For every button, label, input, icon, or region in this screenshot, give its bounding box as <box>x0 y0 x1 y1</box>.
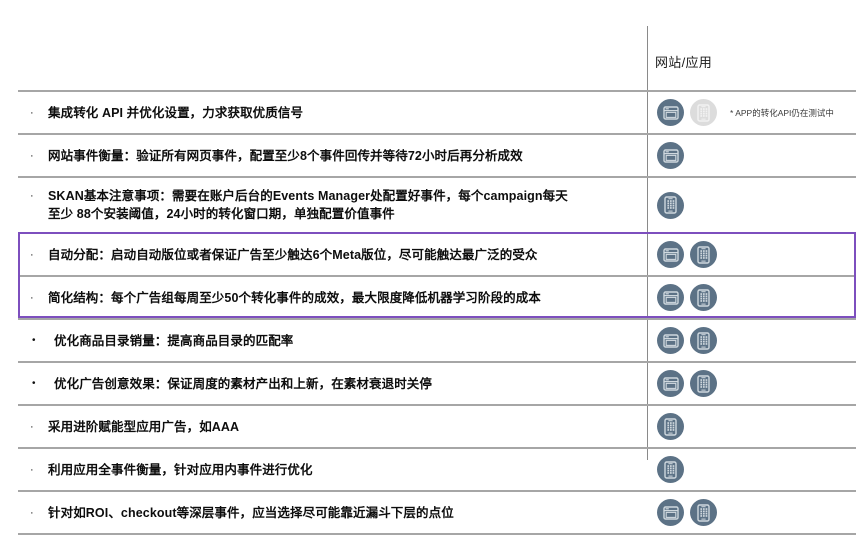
row-label: 优化广告创意效果：保证周度的素材产出和上新，在素材衰退时关停 <box>54 375 641 393</box>
table-row: · 采用进阶赋能型应用广告，如AAA <box>18 404 856 447</box>
bullet-wrapper: • 优化广告创意效果：保证周度的素材产出和上新，在素材衰退时关停 <box>26 375 641 393</box>
row-icon-cell: * APP的转化API仍在测试中 <box>647 92 856 133</box>
app-icon <box>690 284 717 311</box>
web-icon <box>657 370 684 397</box>
bullet-wrapper: · 采用进阶赋能型应用广告，如AAA <box>26 418 641 436</box>
table-row: · SKAN基本注意事项：需要在账户后台的Events Manager处配置好事件… <box>18 176 856 232</box>
table-row: · 网站事件衡量：验证所有网页事件，配置至少8个事件回传并等待72小时后再分析成效 <box>18 133 856 176</box>
row-icon-cell <box>647 406 856 447</box>
web-icon <box>657 284 684 311</box>
row-label: 针对如ROI、checkout等深层事件，应当选择尽可能靠近漏斗下层的点位 <box>48 504 641 522</box>
app-icon <box>690 327 717 354</box>
row-icon-cell <box>647 449 856 490</box>
row-label-line1: 利用应用全事件衡量，针对应用内事件进行优化 <box>48 462 313 477</box>
row-label-line1: 优化商品目录销量：提高商品目录的匹配率 <box>54 333 294 348</box>
table-row: • 优化广告创意效果：保证周度的素材产出和上新，在素材衰退时关停 <box>18 361 856 404</box>
bullet-marker: · <box>30 291 34 304</box>
row-text-cell: • 优化广告创意效果：保证周度的素材产出和上新，在素材衰退时关停 <box>18 363 647 404</box>
bullet-marker: · <box>30 506 34 519</box>
table-row: · 集成转化 API 并优化设置，力求获取优质信号 * APP的转化API仍在测试中 <box>18 90 856 133</box>
bullet-wrapper: · 利用应用全事件衡量，针对应用内事件进行优化 <box>26 461 641 479</box>
row-label-line1: 自动分配：启动自动版位或者保证广告至少触达6个Meta版位，尽可能触达最广泛的受… <box>48 247 538 262</box>
row-text-cell: • 优化商品目录销量：提高商品目录的匹配率 <box>18 320 647 361</box>
bullet-marker: · <box>30 248 34 261</box>
footnote-text: * APP的转化API仍在测试中 <box>730 107 834 118</box>
web-icon <box>657 241 684 268</box>
app-icon <box>690 499 717 526</box>
app-icon-disabled <box>690 99 717 126</box>
table-row: · 简化结构：每个广告组每周至少50个转化事件的成效，最大限度降低机器学习阶段的成… <box>18 275 856 318</box>
bullet-marker: · <box>30 190 34 202</box>
table-row: · 针对如ROI、checkout等深层事件，应当选择尽可能靠近漏斗下层的点位 <box>18 490 856 535</box>
bullet-wrapper: · 自动分配：启动自动版位或者保证广告至少触达6个Meta版位，尽可能触达最广泛的… <box>26 246 641 264</box>
row-text-cell: · 利用应用全事件衡量，针对应用内事件进行优化 <box>18 449 647 490</box>
bullet-marker: · <box>30 106 34 119</box>
row-icon-cell <box>647 234 856 275</box>
bullet-wrapper: · 集成转化 API 并优化设置，力求获取优质信号 <box>26 104 641 122</box>
web-icon <box>657 99 684 126</box>
row-text-cell: · 网站事件衡量：验证所有网页事件，配置至少8个事件回传并等待72小时后再分析成效 <box>18 135 647 176</box>
row-icon-cell <box>647 277 856 318</box>
row-label-line2: 至少 88个安装阈值，24小时的转化窗口期，单独配置价值事件 <box>48 207 395 221</box>
row-icon-cell <box>647 135 856 176</box>
table-row: · 自动分配：启动自动版位或者保证广告至少触达6个Meta版位，尽可能触达最广泛的… <box>18 232 856 275</box>
app-icon <box>657 191 684 219</box>
row-label: SKAN基本注意事项：需要在账户后台的Events Manager处配置好事件，… <box>48 187 641 223</box>
row-label-line1: 简化结构：每个广告组每周至少50个转化事件的成效，最大限度降低机器学习阶段的成本 <box>48 290 541 305</box>
row-label: 网站事件衡量：验证所有网页事件，配置至少8个事件回传并等待72小时后再分析成效 <box>48 147 641 165</box>
recommendations-table: · 集成转化 API 并优化设置，力求获取优质信号 * APP的转化API仍在测试中… <box>18 90 856 535</box>
row-label-line1: 网站事件衡量：验证所有网页事件，配置至少8个事件回传并等待72小时后再分析成效 <box>48 148 523 163</box>
row-text-cell: · 针对如ROI、checkout等深层事件，应当选择尽可能靠近漏斗下层的点位 <box>18 492 647 533</box>
bullet-wrapper: · 针对如ROI、checkout等深层事件，应当选择尽可能靠近漏斗下层的点位 <box>26 504 641 522</box>
row-label: 集成转化 API 并优化设置，力求获取优质信号 <box>48 104 641 122</box>
bullet-marker: · <box>30 149 34 162</box>
row-text-cell: · SKAN基本注意事项：需要在账户后台的Events Manager处配置好事件… <box>18 178 647 232</box>
row-text-cell: · 采用进阶赋能型应用广告，如AAA <box>18 406 647 447</box>
app-icon <box>690 370 717 397</box>
row-label-line1: 集成转化 API 并优化设置，力求获取优质信号 <box>48 105 304 120</box>
row-label: 优化商品目录销量：提高商品目录的匹配率 <box>54 332 641 350</box>
bullet-wrapper: · SKAN基本注意事项：需要在账户后台的Events Manager处配置好事件… <box>26 187 641 223</box>
row-label-line1: SKAN基本注意事项：需要在账户后台的Events Manager处配置好事件，… <box>48 189 568 203</box>
app-icon <box>657 413 684 440</box>
row-text-cell: · 自动分配：启动自动版位或者保证广告至少触达6个Meta版位，尽可能触达最广泛的… <box>18 234 647 275</box>
column-divider <box>647 26 648 460</box>
bullet-marker: · <box>30 463 34 476</box>
bullet-wrapper: · 简化结构：每个广告组每周至少50个转化事件的成效，最大限度降低机器学习阶段的成… <box>26 289 641 307</box>
row-label: 采用进阶赋能型应用广告，如AAA <box>48 418 641 436</box>
bullet-wrapper: · 网站事件衡量：验证所有网页事件，配置至少8个事件回传并等待72小时后再分析成效 <box>26 147 641 165</box>
row-label: 自动分配：启动自动版位或者保证广告至少触达6个Meta版位，尽可能触达最广泛的受… <box>48 246 641 264</box>
row-label-line1: 针对如ROI、checkout等深层事件，应当选择尽可能靠近漏斗下层的点位 <box>48 505 454 520</box>
column-header-website-app: 网站/应用 <box>655 55 713 70</box>
table-row: · 利用应用全事件衡量，针对应用内事件进行优化 <box>18 447 856 490</box>
row-label-line1: 采用进阶赋能型应用广告，如AAA <box>48 419 240 434</box>
web-icon <box>657 499 684 526</box>
slide-canvas: 网站/应用 · 集成转化 API 并优化设置，力求获取优质信号 * APP的转化AP… <box>0 24 864 535</box>
row-label: 简化结构：每个广告组每周至少50个转化事件的成效，最大限度降低机器学习阶段的成本 <box>48 289 641 307</box>
row-icon-cell <box>647 492 856 533</box>
row-text-cell: · 集成转化 API 并优化设置，力求获取优质信号 <box>18 92 647 133</box>
row-label-line1: 优化广告创意效果：保证周度的素材产出和上新，在素材衰退时关停 <box>54 376 433 391</box>
row-label: 利用应用全事件衡量，针对应用内事件进行优化 <box>48 461 641 479</box>
web-icon <box>657 327 684 354</box>
app-icon <box>690 241 717 268</box>
bullet-marker: • <box>32 377 36 389</box>
row-icon-cell <box>647 178 856 232</box>
table-header: 网站/应用 <box>0 24 864 90</box>
app-icon <box>657 456 684 483</box>
bullet-marker: • <box>32 334 36 346</box>
bullet-marker: · <box>30 420 34 433</box>
row-icon-cell <box>647 320 856 361</box>
row-text-cell: · 简化结构：每个广告组每周至少50个转化事件的成效，最大限度降低机器学习阶段的成… <box>18 277 647 318</box>
web-icon <box>657 142 684 169</box>
bullet-wrapper: • 优化商品目录销量：提高商品目录的匹配率 <box>26 332 641 350</box>
table-row: • 优化商品目录销量：提高商品目录的匹配率 <box>18 318 856 361</box>
row-icon-cell <box>647 363 856 404</box>
